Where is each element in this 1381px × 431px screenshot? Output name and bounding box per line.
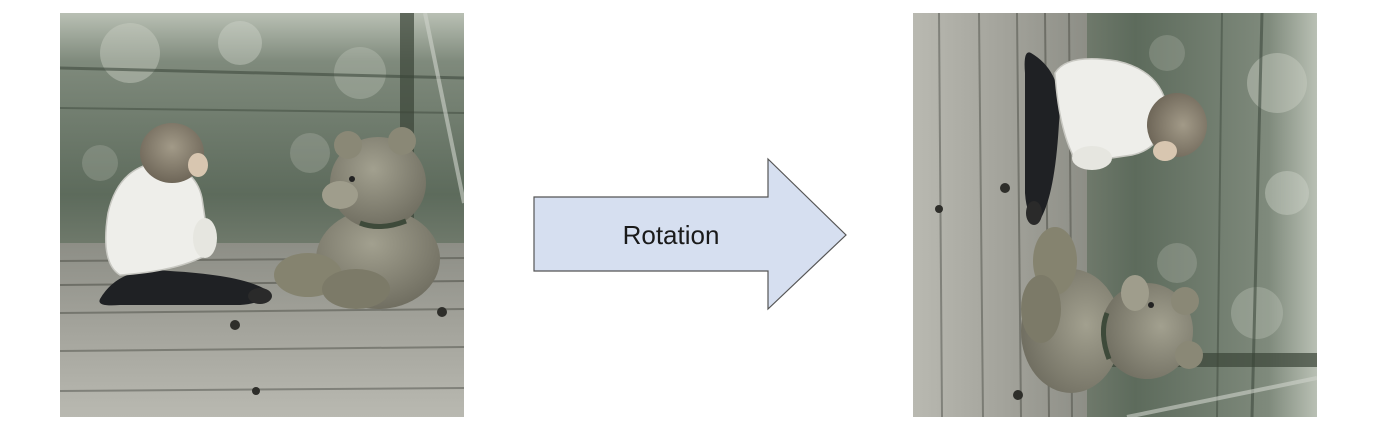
- arrow-label: Rotation: [623, 220, 720, 250]
- child-and-teddy-bear-image: [60, 13, 464, 417]
- original-photo: [60, 13, 464, 417]
- rotation-arrow: Rotation: [533, 157, 847, 311]
- rotated-child-and-teddy-bear-image: [913, 13, 1317, 417]
- arrow-shape: [533, 157, 847, 311]
- rotated-photo: [913, 13, 1317, 417]
